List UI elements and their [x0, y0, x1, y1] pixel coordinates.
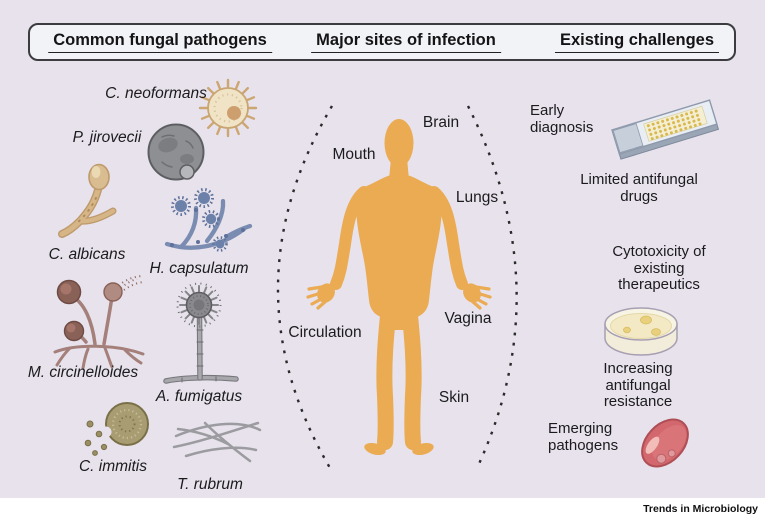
label-limited-drugs: Limited antifungal drugs: [580, 171, 698, 205]
emerging-pathogen-icon: [641, 418, 689, 468]
figure-canvas: Common fungal pathogens Major sites of i…: [0, 0, 765, 498]
c-albicans-icon: [58, 163, 117, 238]
c-immitis-icon: [84, 402, 149, 456]
label-early-diagnosis: Early diagnosis: [530, 102, 594, 136]
a-fumigatus-icon: [163, 282, 239, 384]
label-h-capsulatum: H. capsulatum: [149, 260, 249, 277]
label-c-immitis: C. immitis: [78, 458, 148, 475]
label-site-vagina: Vagina: [444, 310, 492, 327]
label-site-circulation: Circulation: [288, 324, 362, 341]
journal-name: Trends in Microbiology: [643, 503, 758, 515]
t-rubrum-icon: [172, 421, 262, 463]
label-site-lungs: Lungs: [455, 189, 499, 206]
figure-art: [53, 78, 720, 469]
label-site-brain: Brain: [422, 114, 460, 131]
microscope-slide-icon: [611, 99, 720, 160]
label-t-rubrum: T. rubrum: [177, 476, 243, 493]
label-emerging: Emerging pathogens: [548, 420, 619, 454]
label-resistance: Increasing antifungal resistance: [603, 360, 673, 410]
c-neoformans-icon: [198, 78, 258, 138]
human-body-silhouette: [306, 119, 492, 456]
label-site-mouth: Mouth: [332, 146, 376, 163]
label-site-skin: Skin: [438, 389, 470, 406]
label-c-neoformans: C. neoformans: [105, 85, 207, 102]
header-common-fungal-pathogens: Common fungal pathogens: [48, 31, 272, 53]
dashed-oval: [276, 105, 518, 469]
label-a-fumigatus: A. fumigatus: [155, 388, 243, 405]
header-existing-challenges: Existing challenges: [554, 31, 720, 53]
footer-bar: Trends in Microbiology: [0, 498, 765, 523]
header-major-sites-of-infection: Major sites of infection: [311, 31, 501, 53]
label-p-jirovecii: P. jirovecii: [72, 129, 142, 146]
petri-dish-icon: [604, 307, 678, 356]
label-cytotoxicity: Cytotoxicity of existing therapeutics: [612, 243, 706, 293]
header-box: [28, 23, 736, 61]
label-m-circinelloides: M. circinelloides: [27, 364, 139, 381]
m-circinelloides-icon: [53, 275, 145, 370]
label-c-albicans: C. albicans: [48, 246, 126, 263]
h-capsulatum-icon: [164, 188, 253, 252]
p-jirovecii-icon: [147, 123, 205, 181]
